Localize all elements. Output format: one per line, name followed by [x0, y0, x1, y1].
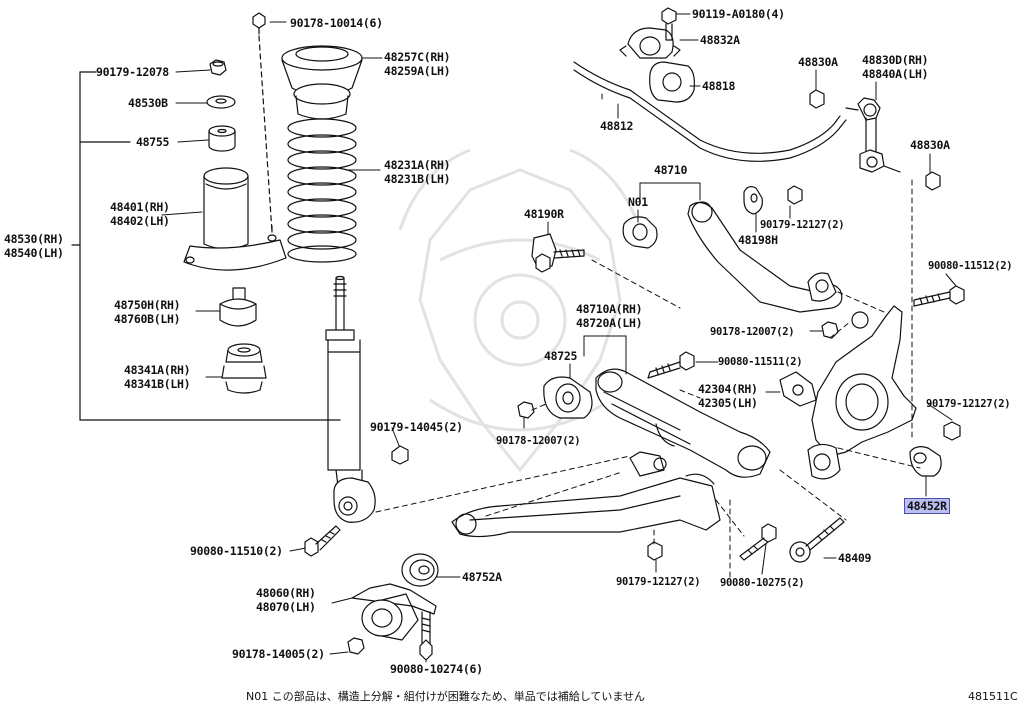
cushion-48755: [208, 125, 236, 152]
bushing-48060: [347, 583, 437, 655]
label-48070[interactable]: 48070(LH): [256, 600, 316, 614]
label-90179-12127-a[interactable]: 90179-12127(2): [760, 219, 845, 231]
link-48830D: [845, 97, 901, 173]
label-48830A-right[interactable]: 48830A: [910, 138, 950, 152]
nut-48830A-b: [925, 171, 941, 191]
label-90080-11512[interactable]: 90080-11512(2): [928, 260, 1013, 272]
label-90178-12007-b[interactable]: 90178-12007(2): [496, 435, 581, 447]
label-48231B[interactable]: 48231B(LH): [384, 172, 451, 186]
nut-90179-14045: [391, 445, 409, 465]
label-48760B[interactable]: 48760B(LH): [114, 312, 181, 326]
label-42304[interactable]: 42304(RH): [698, 382, 758, 396]
label-90080-11511[interactable]: 90080-11511(2): [718, 356, 803, 368]
label-48341A[interactable]: 48341A(RH): [124, 363, 191, 377]
label-48259A[interactable]: 48259A(LH): [384, 64, 451, 78]
label-90179-12078[interactable]: 90179-12078: [96, 65, 169, 79]
label-48830A-top[interactable]: 48830A: [798, 55, 838, 69]
label-90080-10274[interactable]: 90080-10274(6): [390, 662, 483, 676]
label-48720A[interactable]: 48720A(LH): [576, 316, 643, 330]
leader-lines-right: [523, 13, 957, 575]
label-48710A[interactable]: 48710A(RH): [576, 302, 643, 316]
label-48840A[interactable]: 48840A(LH): [862, 67, 929, 81]
nut-90179-12078: [209, 59, 227, 76]
label-48750H[interactable]: 48750H(RH): [114, 298, 181, 312]
bushing-48752A: [401, 553, 439, 587]
label-48401[interactable]: 48401(RH): [110, 200, 170, 214]
label-48530B[interactable]: 48530B: [128, 96, 168, 110]
bump-stopper-48750H: [219, 287, 257, 327]
nut-90178-12007-b: [517, 401, 535, 419]
diagram-code: 481511C: [968, 690, 1018, 703]
label-48540-lh[interactable]: 48540(LH): [4, 246, 64, 260]
label-48060[interactable]: 48060(RH): [256, 586, 316, 600]
nut-90178-12007-a: [821, 321, 839, 339]
coil-spring-48231A: [287, 118, 357, 263]
label-48198H[interactable]: 48198H: [738, 233, 778, 247]
label-90179-12127-b[interactable]: 90179-12127(2): [926, 398, 1011, 410]
bracket-48832A: [619, 7, 681, 59]
bracket-42304: [779, 371, 817, 407]
label-48231A[interactable]: 48231A(RH): [384, 158, 451, 172]
label-N01[interactable]: N01: [628, 195, 648, 209]
shock-absorber: [325, 275, 376, 523]
leader-lines-left: [161, 21, 461, 663]
cam-48190R: [531, 233, 585, 273]
label-48812[interactable]: 48812: [600, 119, 634, 133]
upper-arm-48710: [687, 201, 843, 313]
nut-90179-12127-c: [647, 541, 663, 561]
label-48752A[interactable]: 48752A: [462, 570, 502, 584]
bolt-90080-11512: [913, 285, 965, 307]
label-90080-10275[interactable]: 90080-10275(2): [720, 577, 805, 589]
bolt-90080-11511: [647, 351, 695, 379]
label-48818[interactable]: 48818: [702, 79, 736, 93]
label-48530-rh[interactable]: 48530(RH): [4, 232, 64, 246]
label-90179-12127-c[interactable]: 90179-12127(2): [616, 576, 701, 588]
label-48409[interactable]: 48409: [838, 551, 872, 565]
label-48830D[interactable]: 48830D(RH): [862, 53, 929, 67]
bolt-90178-10014: [252, 12, 273, 233]
washer-48530B: [206, 95, 236, 109]
lower-arm-48710A: [595, 368, 771, 478]
label-90080-11510[interactable]: 90080-11510(2): [190, 544, 283, 558]
label-90178-10014[interactable]: 90178-10014(6): [290, 16, 383, 30]
label-48452R[interactable]: 48452R: [904, 498, 950, 514]
label-90178-14005[interactable]: 90178-14005(2): [232, 647, 325, 661]
label-90178-12007-a[interactable]: 90178-12007(2): [710, 326, 795, 338]
label-48257C[interactable]: 48257C(RH): [384, 50, 451, 64]
label-90119-A0180[interactable]: 90119-A0180(4): [692, 7, 785, 21]
label-48710[interactable]: 48710: [654, 163, 688, 177]
bush-48452R: [909, 446, 942, 477]
footer-note: N01 この部品は、構造上分解・組付けが困難なため、単品では補給していません: [246, 690, 646, 703]
label-48341B[interactable]: 48341B(LH): [124, 377, 191, 391]
label-90179-14045[interactable]: 90179-14045(2): [370, 420, 463, 434]
assembly-bracket: [71, 71, 341, 421]
label-42305[interactable]: 42305(LH): [698, 396, 758, 410]
spring-seat-48257C: [281, 45, 363, 120]
nut-90179-12127-a: [787, 185, 803, 205]
bush-48818: [649, 61, 695, 103]
bushing-N01: [622, 216, 658, 249]
washer-48198H: [743, 186, 763, 215]
lower-arm-front: [451, 451, 721, 538]
label-48402[interactable]: 48402(LH): [110, 214, 170, 228]
bolt-90080-10274: [419, 611, 433, 661]
nut-90179-12127-b: [943, 421, 961, 441]
bushing-48725: [543, 376, 593, 419]
knuckle: [807, 305, 917, 480]
insulator-48341A: [221, 343, 267, 394]
bolt-48409: [789, 517, 845, 563]
boot-48401: [183, 167, 287, 271]
nut-48830A-a: [809, 89, 825, 109]
label-48755[interactable]: 48755: [136, 135, 170, 149]
label-48190R[interactable]: 48190R: [524, 207, 564, 221]
stabilizer-bar-48812: [573, 61, 847, 162]
dashed-assembly-lines: [375, 93, 921, 581]
bolt-90080-10275: [739, 523, 777, 561]
bolt-90080-11510: [304, 525, 341, 557]
label-48725[interactable]: 48725: [544, 349, 578, 363]
label-48832A[interactable]: 48832A: [700, 33, 740, 47]
